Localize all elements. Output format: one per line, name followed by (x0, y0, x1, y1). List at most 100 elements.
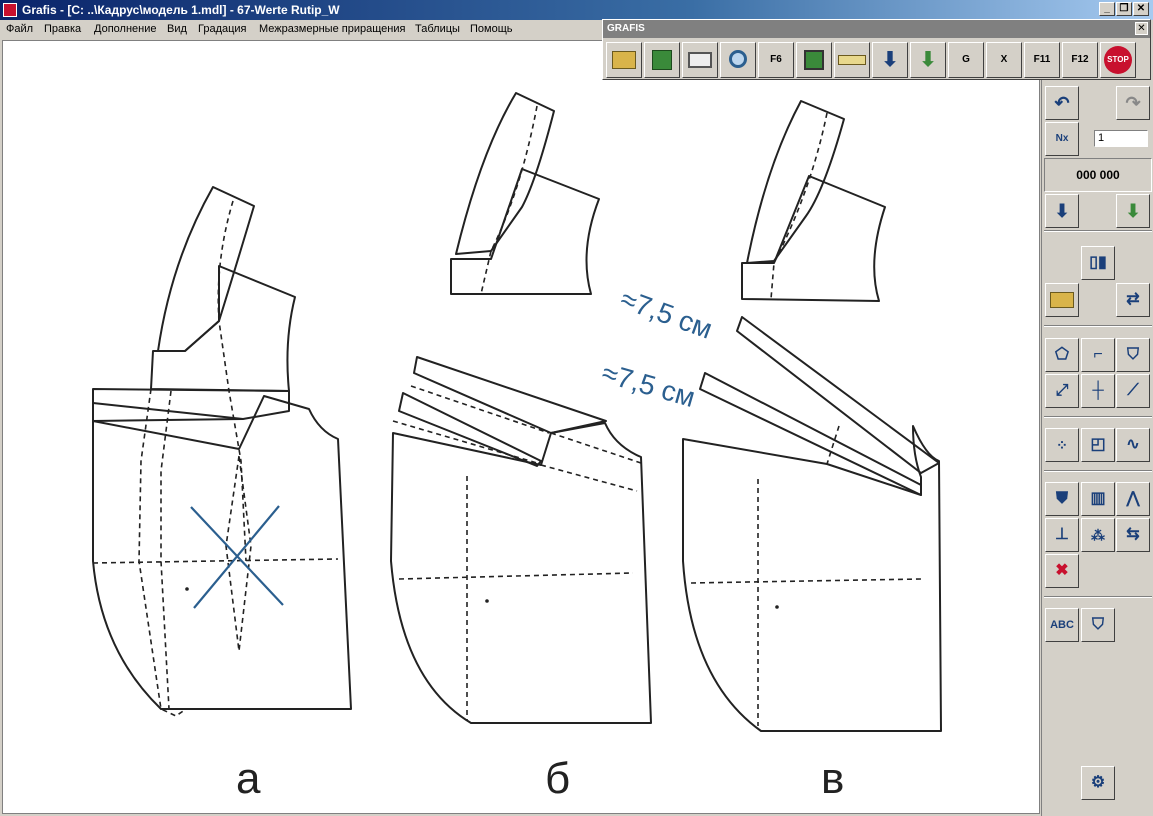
grading-icon: ⁂ (1091, 527, 1105, 543)
curve-tool-button[interactable]: ∿ (1116, 428, 1150, 462)
side-export-button[interactable]: ⬇ (1116, 194, 1150, 228)
menu-file[interactable]: Файл (6, 23, 34, 35)
f6-button[interactable]: F6 (758, 42, 794, 78)
pattern-drawing (92, 92, 942, 732)
drawing-canvas[interactable]: а б в ≈7,5 см ≈7,5 см (2, 40, 1040, 814)
bodice-tool-button[interactable]: ⛊ (1045, 482, 1079, 516)
close-button[interactable]: ✕ (1133, 2, 1149, 16)
figure-b-body (390, 422, 652, 724)
figure-v-dart-upper (736, 316, 940, 474)
figure-a-strap (157, 186, 255, 352)
points-icon: ⁘ (1056, 437, 1068, 453)
notch-tool-button[interactable]: ⊥ (1045, 518, 1079, 552)
swap-pieces-button[interactable]: ⇄ (1116, 283, 1150, 317)
delete-tool-button[interactable]: ✖ (1045, 554, 1079, 588)
sewing-machine-icon: ⚙ (1090, 774, 1106, 791)
intersection-button[interactable]: ┼ (1081, 374, 1115, 408)
sewing-machine-button[interactable]: ⚙ (1081, 766, 1115, 800)
import-button[interactable]: ⬇ (872, 42, 908, 78)
figure-a-body (92, 395, 352, 710)
menu-addition[interactable]: Дополнение (94, 23, 157, 35)
zoom-button[interactable] (720, 42, 756, 78)
label-icon: ⛉ (1091, 616, 1104, 633)
separator (1044, 230, 1152, 232)
nx-icon: Nx (1055, 133, 1069, 144)
arrows-tool-button[interactable]: ⇆ (1116, 518, 1150, 552)
figure-b-dart-upper (413, 356, 607, 434)
toolbar-close-button[interactable]: ✕ (1135, 22, 1148, 35)
segment-icon: ⟋ (1127, 382, 1139, 399)
title-bar: Grafis - [C: ..\Кадрус\модель 1.mdl] - 6… (0, 0, 1153, 20)
swap-icon: ⇄ (1126, 291, 1140, 308)
contour-tool-button[interactable]: ⬠ (1045, 338, 1079, 372)
delete-icon: ✖ (1055, 562, 1069, 579)
measure-icon (838, 55, 866, 65)
redo-button[interactable]: ↷ (1116, 86, 1150, 120)
curve-icon: ∿ (1126, 436, 1140, 453)
dart-icon: ⋀ (1126, 490, 1140, 507)
figure-label-b: б (545, 754, 571, 803)
measure-button[interactable] (834, 42, 870, 78)
figure-a-yoke (150, 265, 296, 392)
export-arrow-icon: ⬇ (1125, 201, 1141, 221)
open-icon (612, 51, 636, 69)
menu-increments[interactable]: Межразмерные приращения (259, 23, 406, 35)
text-tool-button[interactable]: ABC (1045, 608, 1079, 642)
restore-button[interactable]: ❐ (1116, 2, 1132, 16)
figure-a-cross (190, 505, 284, 609)
figure-label-v: в (821, 754, 845, 803)
contour-icon: ⬠ (1055, 346, 1069, 363)
grading-tool-button[interactable]: ⁂ (1081, 518, 1115, 552)
separator (1044, 416, 1152, 418)
bodice-icon: ⛊ (1055, 490, 1068, 507)
open-model-button[interactable] (1045, 283, 1079, 317)
f11-button[interactable]: F11 (1024, 42, 1060, 78)
figure-a-pattern (92, 186, 352, 717)
panel-icon: ▥ (1090, 490, 1106, 507)
segment-button[interactable]: ⟋ (1116, 374, 1150, 408)
piece-tool-button[interactable]: ⛉ (1116, 338, 1150, 372)
print-button[interactable] (682, 42, 718, 78)
undo-button[interactable]: ↶ (1045, 86, 1079, 120)
line-points-button[interactable]: ⤢ (1045, 374, 1079, 408)
panel-tool-button[interactable]: ▥ (1081, 482, 1115, 516)
menu-edit[interactable]: Правка (44, 23, 82, 35)
right-tool-panel: ↶ ↷ Nx 1 000 000 ⬇ ⬇ ▯▮ ⇄ ⬠ ⌐ ⛉ ⤢ ┼ ⟋ ⁘ … (1041, 80, 1153, 816)
layers-button[interactable] (796, 42, 832, 78)
dart-tool-button[interactable]: ⋀ (1116, 482, 1150, 516)
model-pieces-button[interactable]: ▯▮ (1081, 246, 1115, 280)
menu-grading[interactable]: Градация (198, 23, 247, 35)
f12-button[interactable]: F12 (1062, 42, 1098, 78)
repeat-count-input[interactable]: 1 (1094, 130, 1148, 147)
offset-icon: ⌐ (1093, 346, 1103, 363)
save-file-button[interactable] (644, 42, 680, 78)
folder-icon (1050, 292, 1074, 308)
figure-b-dart-lower (398, 392, 542, 467)
open-file-button[interactable] (606, 42, 642, 78)
offset-tool-button[interactable]: ⌐ (1081, 338, 1115, 372)
zoom-icon (729, 50, 747, 68)
menu-view[interactable]: Вид (167, 23, 187, 35)
shapes-tool-button[interactable]: ◰ (1081, 428, 1115, 462)
window-title: Grafis - [C: ..\Кадрус\модель 1.mdl] - 6… (22, 3, 340, 17)
undo-icon: ↶ (1054, 93, 1070, 113)
notch-icon: ⊥ (1055, 526, 1069, 543)
import-arrow-icon: ⬇ (1054, 201, 1070, 221)
minimize-button[interactable]: _ (1099, 2, 1115, 16)
menu-tables[interactable]: Таблицы (415, 23, 460, 35)
points-tool-button[interactable]: ⁘ (1045, 428, 1079, 462)
figure-v-strap (746, 100, 845, 264)
label-tool-button[interactable]: ⛉ (1081, 608, 1115, 642)
stop-button[interactable]: STOP (1100, 42, 1136, 78)
intersection-icon: ┼ (1092, 382, 1104, 399)
figure-v-pattern (682, 100, 942, 732)
menu-help[interactable]: Помощь (470, 23, 513, 35)
side-import-button[interactable]: ⬇ (1045, 194, 1079, 228)
x-button[interactable]: X (986, 42, 1022, 78)
stop-icon: STOP (1104, 46, 1132, 74)
export-button[interactable]: ⬇ (910, 42, 946, 78)
separator (1044, 325, 1152, 327)
g-button[interactable]: G (948, 42, 984, 78)
nx-repeat-button[interactable]: Nx (1045, 122, 1079, 156)
